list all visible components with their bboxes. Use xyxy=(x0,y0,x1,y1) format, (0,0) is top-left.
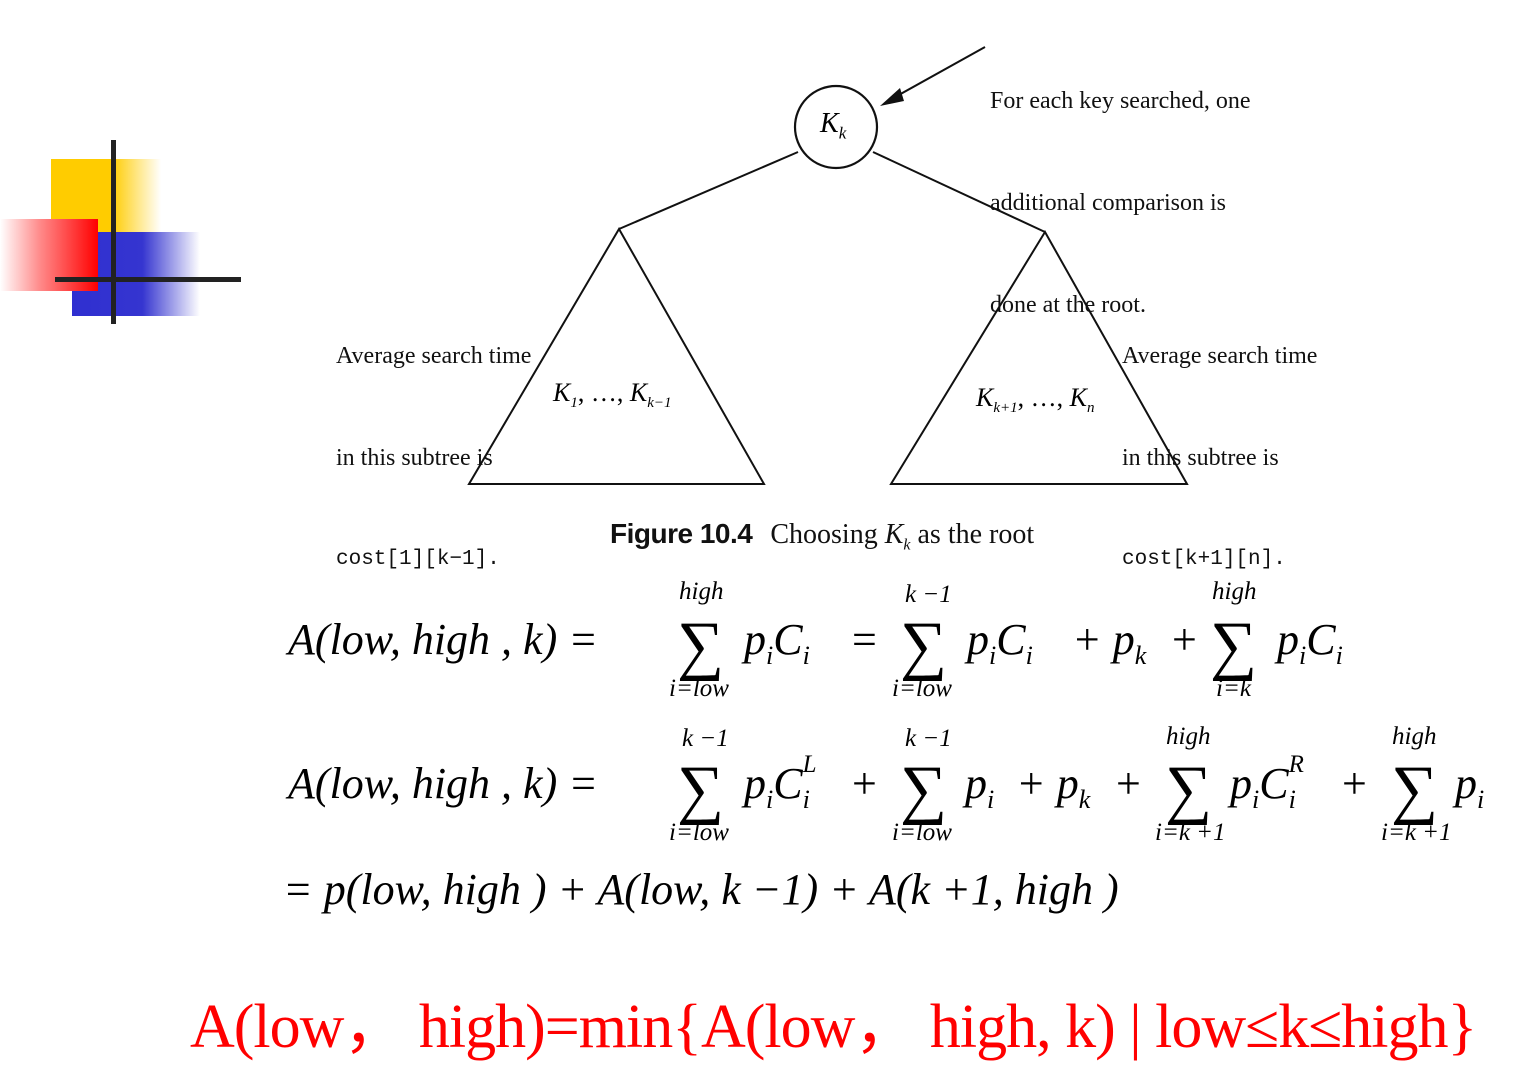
left-note-line-2: in this subtree is xyxy=(336,445,493,471)
eq1-plus: + xyxy=(1172,615,1197,664)
eq1-pk: + pk xyxy=(1072,615,1147,670)
eq1-equals: = xyxy=(852,615,877,664)
eq2-sum4-bottom: i=k +1 xyxy=(1381,819,1452,846)
callout-line-3: done at the root. xyxy=(990,292,1146,318)
left-note-line-3: cost[1][k−1]. xyxy=(336,548,500,571)
left-note-line-1: Average search time xyxy=(336,343,532,369)
tree-diagram xyxy=(467,46,1189,485)
right-subtree-note: Average search time in this subtree is c… xyxy=(1122,271,1317,611)
recurrence-formula: A(low， high)=min{A(low， high, k) | low≤k… xyxy=(190,993,1477,1061)
eq1-sum2-sigma: ∑ xyxy=(900,609,948,682)
eq2-plus-1: + xyxy=(852,759,877,808)
callout-line-2: additional comparison is xyxy=(990,190,1226,216)
right-note-line-2: in this subtree is xyxy=(1122,445,1279,471)
eq2-pk: + pk xyxy=(1016,759,1091,814)
eq1-lhs: A(low, high , k) = xyxy=(288,615,598,664)
eq2-sum1-bottom: i=low xyxy=(669,819,729,846)
edge-root-right xyxy=(872,151,1046,233)
eq2-sum4-term: pi xyxy=(1455,759,1485,814)
eq1-sum3-bottom: i=k xyxy=(1216,675,1251,702)
right-note-line-1: Average search time xyxy=(1122,343,1318,369)
eq1-sum2-bottom: i=low xyxy=(892,675,952,702)
eq2-sum1-sigma: ∑ xyxy=(677,753,725,826)
callout-arrow-line xyxy=(887,46,986,102)
eq1-sum3-top: high xyxy=(1212,578,1257,605)
decor-horizontal-line xyxy=(55,277,241,282)
eq1-sum1-bottom: i=low xyxy=(669,675,729,702)
edge-root-left xyxy=(618,151,799,230)
right-note-line-3: cost[k+1][n]. xyxy=(1122,548,1286,571)
eq2-sum3-sigma: ∑ xyxy=(1165,753,1213,826)
eq1-sum2-term: piCi xyxy=(967,615,1033,670)
eq2-sum2-term: pi xyxy=(965,759,995,814)
right-subtree-triangle xyxy=(889,230,1189,485)
eq2-sum1-top: k −1 xyxy=(682,725,729,752)
eq2-sum3-bottom: i=k +1 xyxy=(1155,819,1226,846)
eq1-sum2-top: k −1 xyxy=(905,581,952,608)
figure-number: Figure 10.4 xyxy=(610,518,753,549)
callout-line-1: For each key searched, one xyxy=(990,88,1251,114)
eq1-sum1-term: piCi xyxy=(744,615,810,670)
eq2-sum2-bottom: i=low xyxy=(892,819,952,846)
callout-arrow-head xyxy=(880,88,904,106)
left-subtree-label: K1, …, Kk−1 xyxy=(553,378,672,412)
eq2-plus-4: + xyxy=(1342,759,1367,808)
eq2-lhs: A(low, high , k) = xyxy=(288,759,598,808)
eq1-sum3-term: piCi xyxy=(1277,615,1343,670)
equation-3: = p(low, high ) + A(low, k −1) + A(k +1,… xyxy=(283,865,1119,914)
eq2-sum4-top: high xyxy=(1392,723,1437,750)
eq1-sum3-sigma: ∑ xyxy=(1210,609,1258,682)
root-node-circle xyxy=(793,84,879,170)
eq2-sum4-sigma: ∑ xyxy=(1391,753,1439,826)
eq2-sum2-sigma: ∑ xyxy=(900,753,948,826)
root-node-label: Kk xyxy=(820,108,847,143)
eq2-plus-3: + xyxy=(1116,759,1141,808)
eq2-sum2-top: k −1 xyxy=(905,725,952,752)
decor-vertical-line xyxy=(111,140,116,324)
right-subtree-label: Kk+1, …, Kn xyxy=(976,383,1095,417)
left-subtree-note: Average search time in this subtree is c… xyxy=(336,271,531,611)
callout-note: For each key searched, one additional co… xyxy=(990,16,1251,356)
eq2-sum3-top: high xyxy=(1166,723,1211,750)
eq1-sum1-sigma: ∑ xyxy=(677,609,725,682)
eq1-sum1-top: high xyxy=(679,578,724,605)
left-subtree-triangle xyxy=(467,227,766,485)
